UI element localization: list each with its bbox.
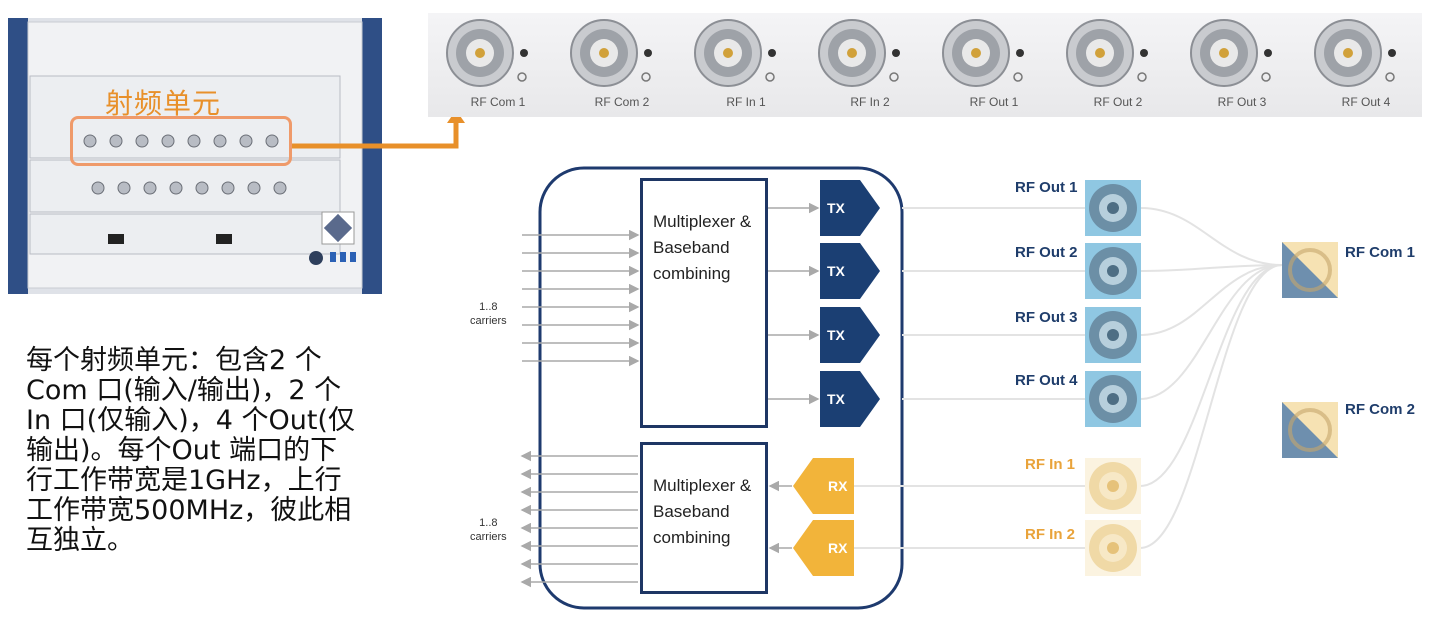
diagram-lines bbox=[440, 160, 1430, 630]
mux-label-line: Multiplexer & bbox=[653, 209, 765, 235]
carriers-text: carriers bbox=[470, 314, 507, 328]
rx-label: RX bbox=[828, 478, 847, 494]
tx-label: TX bbox=[827, 200, 845, 216]
tx-label: TX bbox=[827, 391, 845, 407]
rf-com-label: RF Com 2 bbox=[1345, 401, 1415, 418]
multiplexer-block-bottom: Multiplexer & Baseband combining bbox=[640, 442, 768, 594]
front-panel-strip: RF Com 1 RF Com 2 RF In 1 bbox=[428, 13, 1422, 117]
bnc-connector-icon bbox=[428, 13, 552, 93]
panel-port: RF Out 2 bbox=[1048, 13, 1172, 117]
port-label: RF In 2 bbox=[830, 95, 910, 109]
carriers-text: carriers bbox=[470, 530, 507, 544]
port-label: RF Com 1 bbox=[458, 95, 538, 109]
mux-label-line: Multiplexer & bbox=[653, 473, 765, 499]
carriers-label-bottom: 1..8 carriers bbox=[470, 516, 507, 544]
description-text: 每个射频单元：包含2 个 Com 口(输入/输出)，2 个 In 口(仅输入)，… bbox=[26, 346, 426, 556]
panel-port: RF In 2 bbox=[800, 13, 924, 117]
bnc-connector-icon bbox=[676, 13, 800, 93]
panel-port: RF Com 2 bbox=[552, 13, 676, 117]
bnc-connector-icon bbox=[1048, 13, 1172, 93]
signal-diagram: Multiplexer & Baseband combining Multipl… bbox=[440, 160, 1430, 630]
mux-label-line: Baseband bbox=[653, 235, 765, 261]
rf-in-label: RF In 2 bbox=[1025, 526, 1075, 543]
rf-in-label: RF In 1 bbox=[1025, 456, 1075, 473]
carriers-count: 1..8 bbox=[470, 300, 507, 314]
mux-label-line: Baseband bbox=[653, 499, 765, 525]
port-label: RF In 1 bbox=[706, 95, 786, 109]
panel-port: RF Out 3 bbox=[1172, 13, 1296, 117]
bnc-connector-icon bbox=[800, 13, 924, 93]
carriers-count: 1..8 bbox=[470, 516, 507, 530]
carriers-label-top: 1..8 carriers bbox=[470, 300, 507, 328]
port-label: RF Out 4 bbox=[1326, 95, 1406, 109]
rx-label: RX bbox=[828, 540, 847, 556]
tx-block bbox=[820, 180, 880, 427]
rf-out-label: RF Out 3 bbox=[1015, 309, 1078, 326]
port-label: RF Com 2 bbox=[582, 95, 662, 109]
bnc-connector-icon bbox=[1172, 13, 1296, 93]
panel-port: RF Out 4 bbox=[1296, 13, 1420, 117]
port-label: RF Out 1 bbox=[954, 95, 1034, 109]
rf-out-label: RF Out 1 bbox=[1015, 179, 1078, 196]
bnc-connector-icon bbox=[924, 13, 1048, 93]
bnc-connector-icon bbox=[552, 13, 676, 93]
multiplexer-block-top: Multiplexer & Baseband combining bbox=[640, 178, 768, 428]
panel-port: RF In 1 bbox=[676, 13, 800, 117]
port-label: RF Out 3 bbox=[1202, 95, 1282, 109]
panel-port: RF Out 1 bbox=[924, 13, 1048, 117]
rf-unit-highlight bbox=[70, 116, 292, 166]
rf-com-label: RF Com 1 bbox=[1345, 244, 1415, 261]
mux-label-line: combining bbox=[653, 261, 765, 287]
rf-out-label: RF Out 4 bbox=[1015, 372, 1078, 389]
mux-label-line: combining bbox=[653, 525, 765, 551]
rf-out-label: RF Out 2 bbox=[1015, 244, 1078, 261]
tx-label: TX bbox=[827, 327, 845, 343]
tx-label: TX bbox=[827, 263, 845, 279]
rf-out-connector-icon bbox=[1085, 180, 1141, 427]
port-label: RF Out 2 bbox=[1078, 95, 1158, 109]
panel-port: RF Com 1 bbox=[428, 13, 552, 117]
bnc-connector-icon bbox=[1296, 13, 1420, 93]
